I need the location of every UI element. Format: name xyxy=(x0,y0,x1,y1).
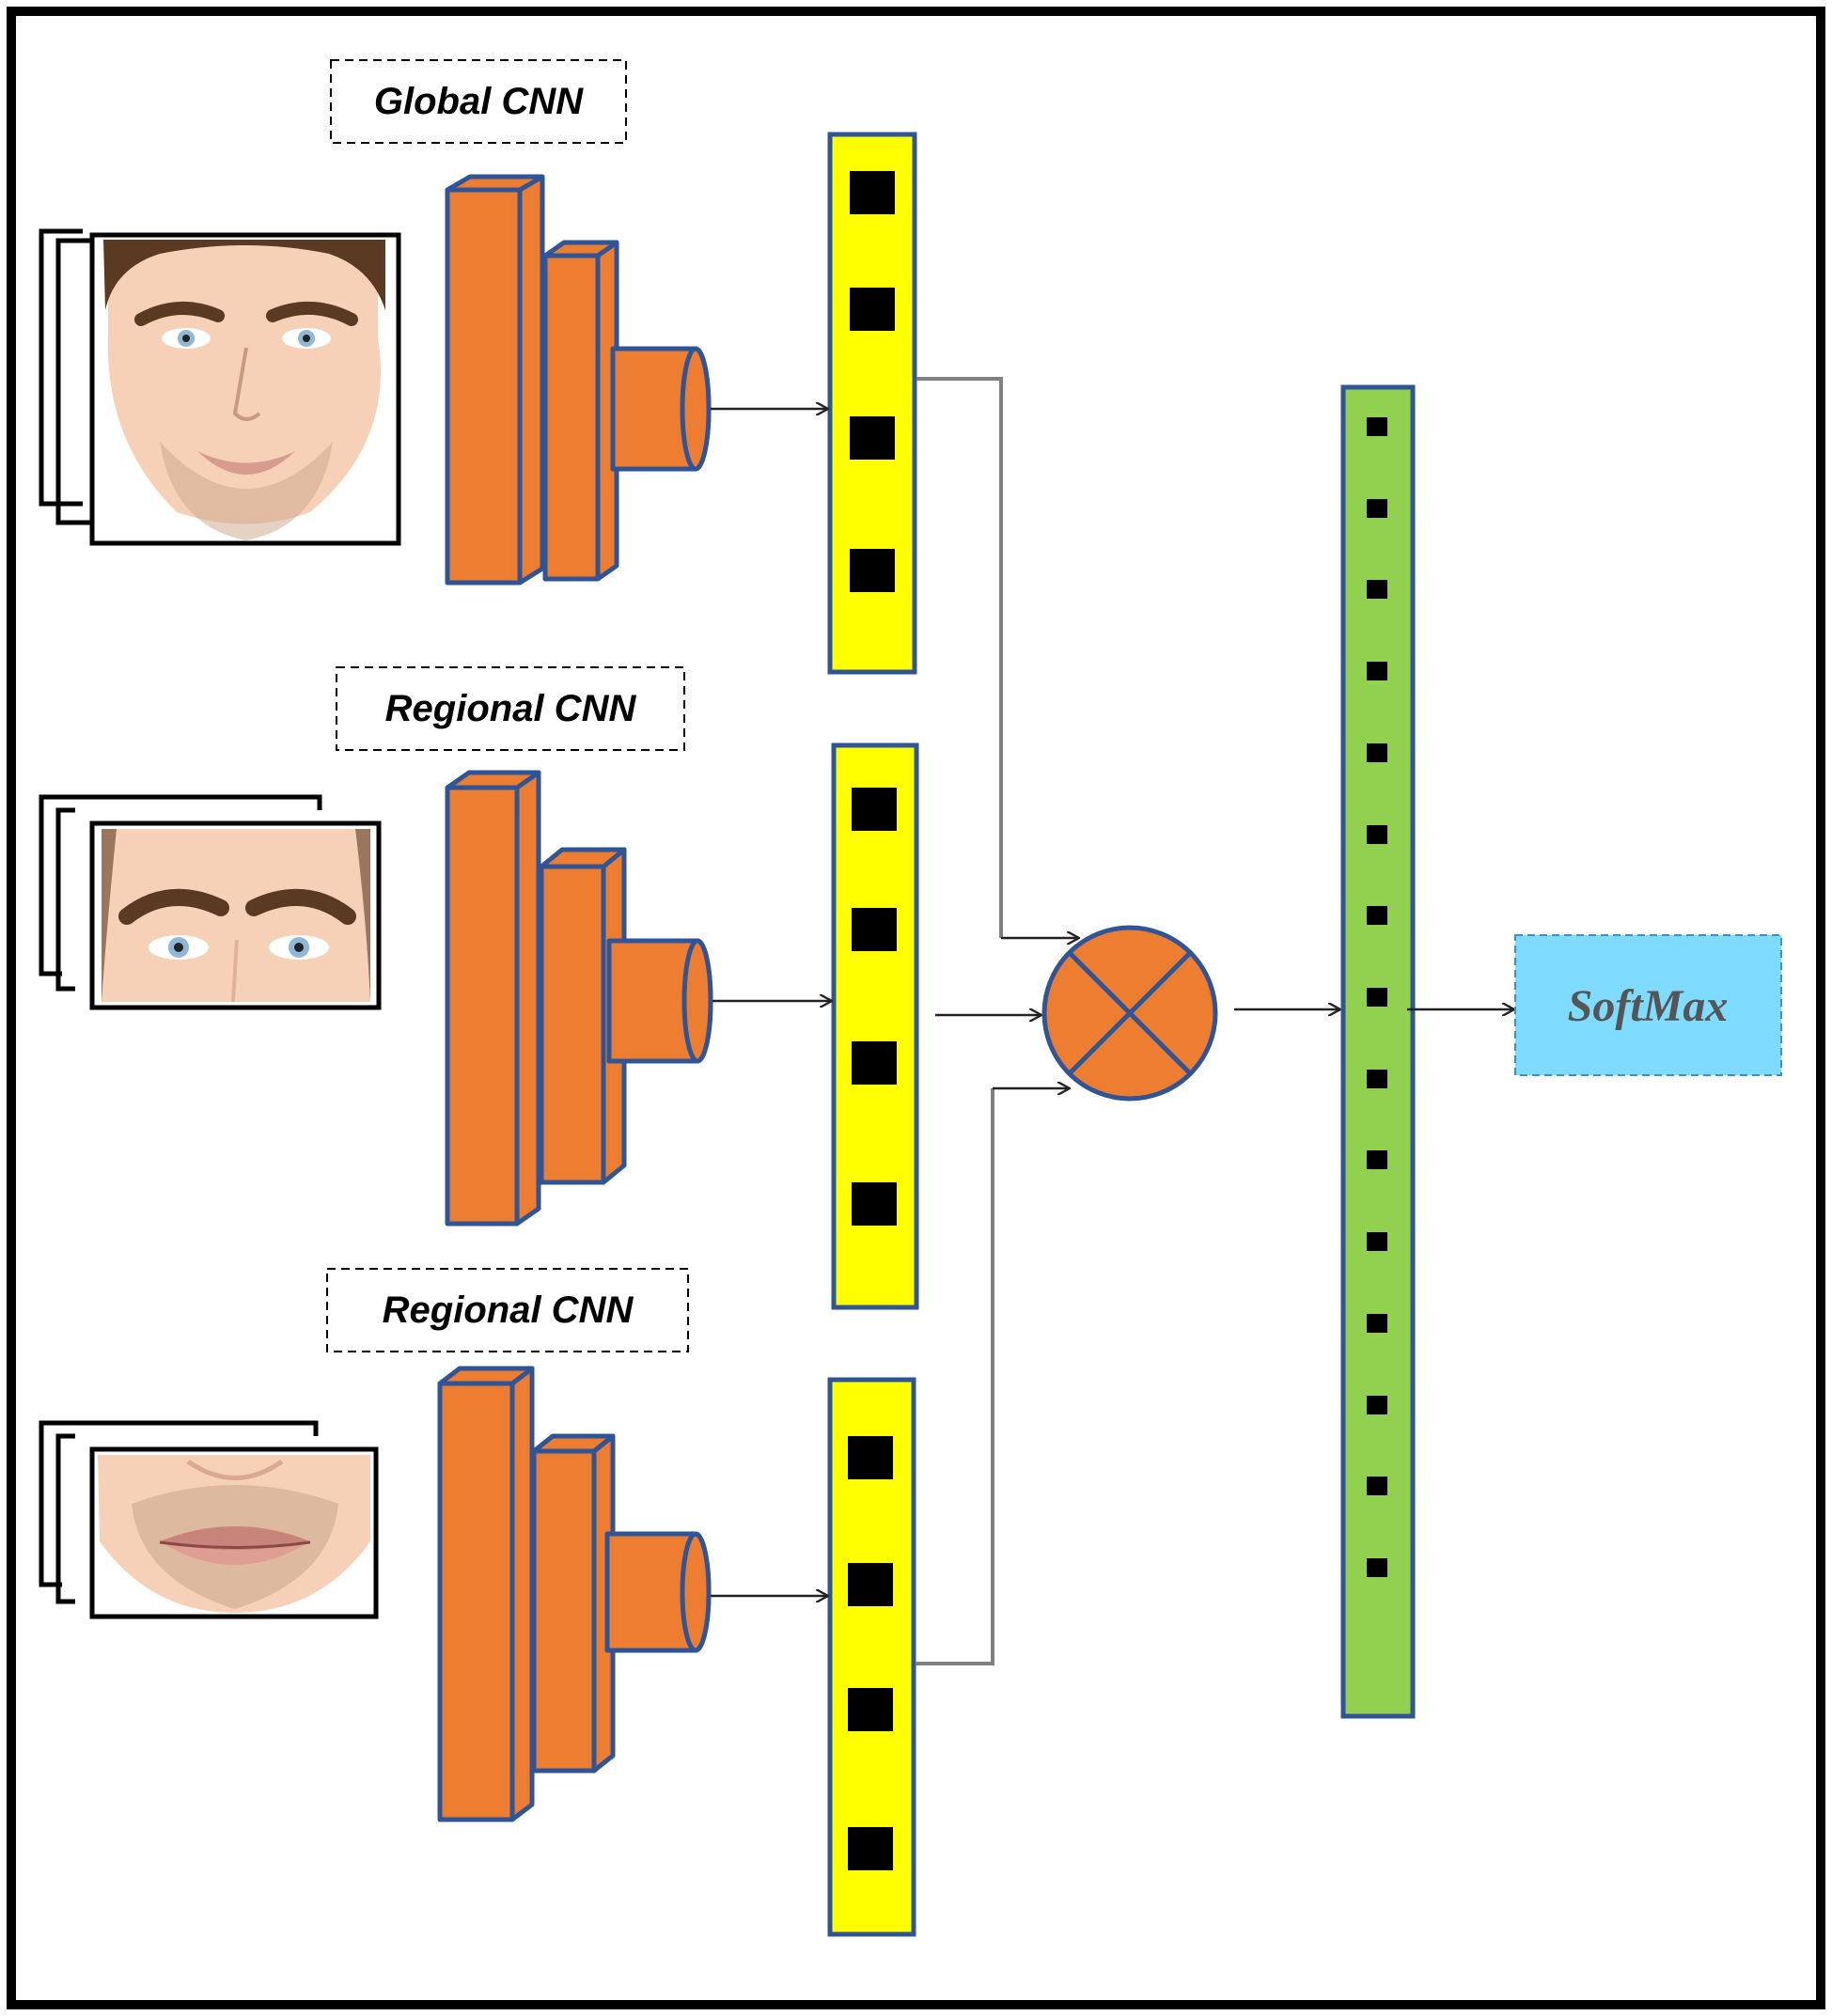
mouth-region-image xyxy=(39,1420,379,1619)
feature-cell xyxy=(850,416,895,460)
fused-cell xyxy=(1367,1558,1387,1577)
connector-regional2-to-fusion xyxy=(916,1088,994,1665)
feature-cell xyxy=(848,1688,893,1731)
fused-cell xyxy=(1367,1314,1387,1333)
feature-cell xyxy=(850,549,895,592)
feature-cell xyxy=(852,788,897,831)
regional-feature-vector-2 xyxy=(827,1377,916,1937)
fused-cell xyxy=(1367,417,1387,436)
fused-feature-vector xyxy=(1340,384,1416,1719)
feature-cell xyxy=(852,908,897,951)
feature-cell xyxy=(848,1563,893,1606)
fused-cell xyxy=(1367,499,1387,518)
feature-cell xyxy=(852,1182,897,1226)
global-cnn-label: Global CNN xyxy=(330,59,627,144)
feature-cell xyxy=(852,1041,897,1085)
fused-cell xyxy=(1367,906,1387,925)
regional-cnn-block-2 xyxy=(437,1366,712,1822)
regional-cnn-block-1 xyxy=(445,770,713,1227)
fused-cell xyxy=(1367,580,1387,599)
fused-cell xyxy=(1367,743,1387,762)
regional-cnn-label-2-text: Regional CNN xyxy=(383,1289,634,1331)
softmax-box: SoftMax xyxy=(1514,934,1782,1076)
fused-cell xyxy=(1367,662,1387,680)
feature-cell xyxy=(850,288,895,331)
fused-cell xyxy=(1367,1070,1387,1088)
full-face-image xyxy=(39,228,401,546)
regional-cnn-label-1-text: Regional CNN xyxy=(385,688,637,729)
fused-cell xyxy=(1367,1232,1387,1251)
fused-cell xyxy=(1367,1150,1387,1169)
eyes-region-image xyxy=(39,794,382,1010)
global-cnn-label-text: Global CNN xyxy=(374,81,584,122)
regional-cnn-label-1: Regional CNN xyxy=(336,666,685,751)
regional-cnn-label-2: Regional CNN xyxy=(326,1268,689,1352)
multiply-circle-icon xyxy=(1041,925,1218,1102)
fused-cell xyxy=(1367,825,1387,844)
fused-cell xyxy=(1367,1396,1387,1414)
connector-global-to-fusion xyxy=(916,377,1003,938)
global-cnn-block xyxy=(445,174,712,586)
feature-cell xyxy=(848,1436,893,1479)
fused-cell xyxy=(1367,988,1387,1007)
feature-cell xyxy=(850,171,895,214)
softmax-label: SoftMax xyxy=(1568,981,1729,1031)
fused-cell xyxy=(1367,1477,1387,1495)
feature-cell xyxy=(848,1827,893,1870)
global-feature-vector xyxy=(827,132,917,675)
regional-feature-vector-1 xyxy=(831,742,919,1310)
